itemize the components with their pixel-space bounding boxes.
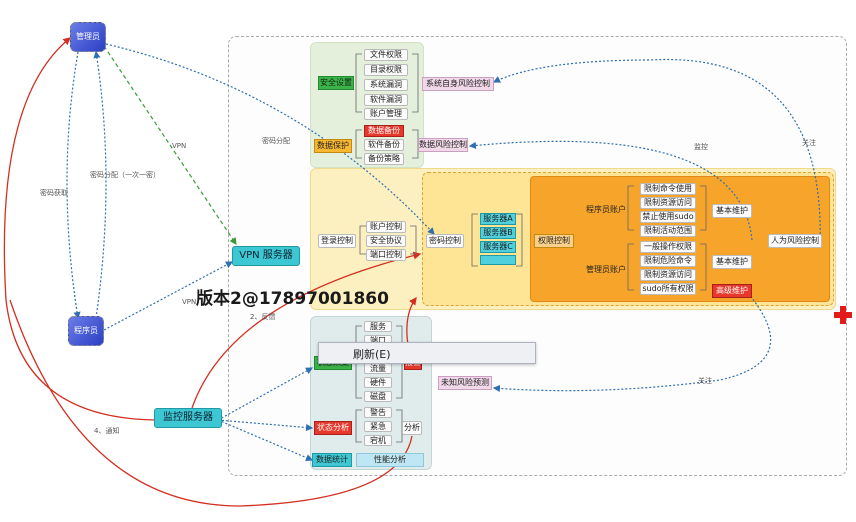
edge-pwd-dist — [105, 43, 435, 235]
edge-attention-system — [492, 58, 821, 247]
edge-label-pwd-dist: 密码分配 — [262, 137, 290, 145]
security-item[interactable]: 账户管理 — [364, 108, 408, 120]
admin-account-label: 管理员账户 — [586, 265, 626, 274]
expand-plus-icon[interactable] — [834, 306, 852, 324]
admin-perm-item[interactable]: 一般操作权限 — [640, 241, 696, 253]
programmer-node[interactable]: 程序员 — [68, 316, 104, 346]
admin-perm-item[interactable]: 限制危险命令 — [640, 255, 696, 267]
edge-pwd-dist-once — [93, 50, 107, 319]
permission-control-node[interactable]: 权限控制 — [534, 234, 574, 248]
edge-label-monitor: 监控 — [694, 143, 708, 151]
edge-monitor — [468, 140, 753, 241]
admin-perm-item[interactable]: sudo所有权限 — [640, 283, 696, 295]
edge-label-vpn2: VPN — [182, 298, 197, 306]
edge-label-notify: 4、通知 — [94, 427, 120, 435]
context-menu-refresh[interactable]: 刷新(E) — [353, 348, 391, 361]
security-item[interactable]: 软件漏洞 — [364, 94, 408, 106]
edge-pwd-get — [66, 51, 81, 320]
programmer-label: 程序员 — [74, 326, 98, 335]
collect-item[interactable]: 服务 — [364, 321, 392, 332]
server-item-blank — [480, 255, 516, 265]
basic-maintenance-node[interactable]: 基本维护 — [712, 204, 752, 218]
programmer-account-label: 程序员账户 — [586, 205, 626, 214]
collect-item[interactable]: 硬件 — [364, 377, 392, 388]
login-item[interactable]: 端口控制 — [366, 249, 406, 261]
context-menu: 刷新(E) — [318, 342, 536, 364]
security-settings-label: 安全设置 — [320, 78, 352, 87]
monitor-server-label: 监控服务器 — [163, 412, 213, 423]
edge-label-pwd-dist-once: 密码分配（一次一密） — [90, 171, 160, 179]
monitor-server-node[interactable]: 监控服务器 — [154, 408, 222, 428]
admin-label: 管理员 — [76, 32, 100, 41]
edge-notify — [3, 37, 161, 421]
edge-vpn-programmer — [103, 261, 234, 331]
status-analysis-node[interactable]: 状态分析 — [314, 421, 352, 435]
edge-label-feedback: 2、反馈 — [250, 313, 276, 321]
alert-item[interactable]: 警告 — [364, 407, 392, 418]
vpn-server-label: VPN 服务器 — [239, 250, 293, 261]
watermark-text: 版本2@17897001860 — [196, 289, 389, 309]
login-item[interactable]: 账户控制 — [366, 221, 406, 233]
edge-label-vpn: VPN — [172, 142, 187, 150]
data-stats-node[interactable]: 数据统计 — [312, 453, 352, 467]
edge-label-attention1: 关注 — [802, 139, 816, 147]
server-item[interactable]: 服务器B — [480, 227, 516, 239]
collect-item[interactable]: 磁盘 — [364, 391, 392, 402]
unknown-risk-node[interactable]: 未知风险预测 — [438, 376, 492, 390]
prog-perm-item[interactable]: 限制资源访问 — [640, 197, 696, 209]
login-item[interactable]: 安全协议 — [366, 235, 406, 247]
server-item[interactable]: 服务器C — [480, 241, 516, 253]
edge-label-attention2: 关注 — [698, 377, 712, 385]
backup-item[interactable]: 软件备份 — [364, 139, 404, 151]
basic-maintenance-node[interactable]: 基本维护 — [712, 255, 752, 269]
security-item[interactable]: 目录权限 — [364, 64, 408, 76]
security-item[interactable]: 文件权限 — [364, 49, 408, 61]
security-item[interactable]: 系统漏洞 — [364, 79, 408, 91]
prog-perm-item[interactable]: 限制活动范围 — [640, 225, 696, 237]
analyze-node[interactable]: 分析 — [402, 421, 422, 435]
security-settings-node[interactable]: 安全设置 — [318, 76, 354, 90]
backup-item[interactable]: 数据备份 — [364, 125, 404, 137]
system-risk-node[interactable]: 系统自身风险控制 — [422, 77, 494, 91]
data-protect-node[interactable]: 数据保护 — [314, 139, 352, 153]
prog-perm-item[interactable]: 禁止使用sudo — [640, 211, 696, 223]
prog-perm-item[interactable]: 限制命令使用 — [640, 183, 696, 195]
admin-perm-item[interactable]: 限制资源访问 — [640, 269, 696, 281]
backup-item[interactable]: 备份策略 — [364, 153, 404, 165]
alert-item[interactable]: 宕机 — [364, 435, 392, 446]
server-item[interactable]: 服务器A — [480, 213, 516, 225]
collect-item[interactable]: 流量 — [364, 363, 392, 374]
alert-item[interactable]: 紧急 — [364, 421, 392, 432]
advanced-maintenance-node[interactable]: 高级维护 — [712, 284, 752, 298]
edge-vpn-admin — [103, 45, 237, 245]
perf-analysis-node[interactable]: 性能分析 — [356, 453, 424, 467]
password-control-node[interactable]: 密码控制 — [426, 234, 464, 248]
edge-feedback — [191, 251, 422, 409]
login-control-node[interactable]: 登录控制 — [318, 234, 356, 248]
admin-node[interactable]: 管理员 — [70, 22, 106, 52]
edge-attention-unknown — [492, 283, 772, 393]
data-risk-node[interactable]: 数据风险控制 — [418, 138, 468, 152]
vpn-server-node[interactable]: VPN 服务器 — [232, 246, 300, 266]
edge-label-pwd-get: 密码获取 — [40, 189, 68, 197]
human-risk-node[interactable]: 人为风险控制 — [768, 234, 822, 248]
